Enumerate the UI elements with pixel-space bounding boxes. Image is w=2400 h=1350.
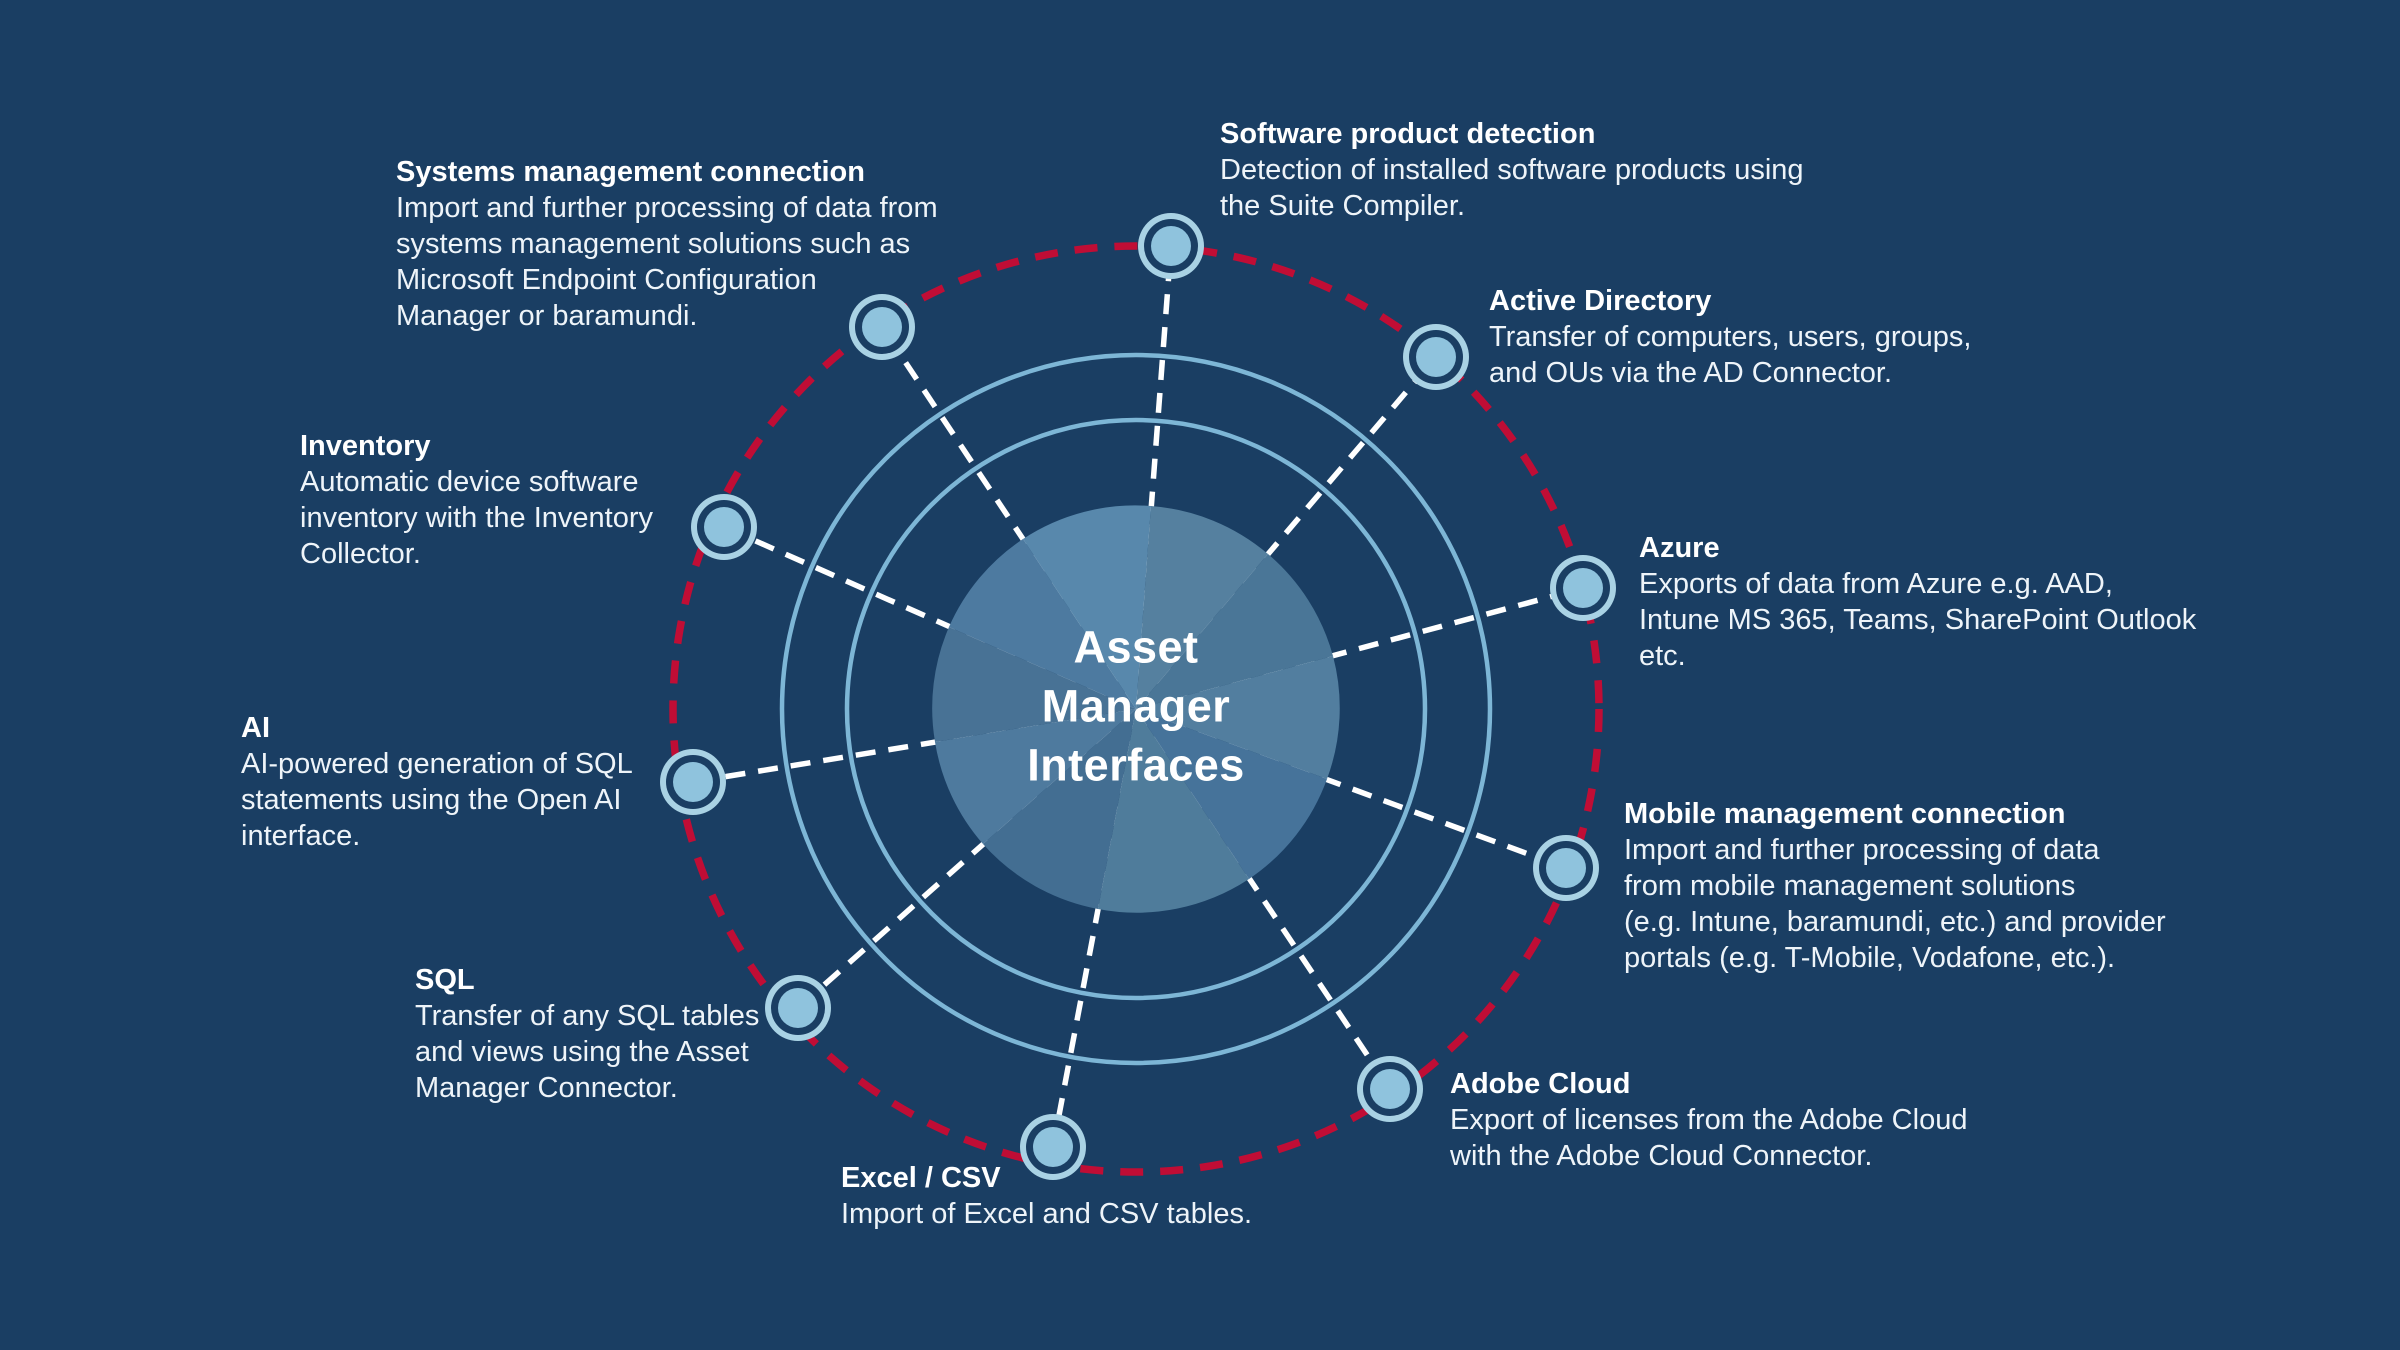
node-core xyxy=(1151,226,1191,266)
label-description: Import of Excel and CSV tables. xyxy=(841,1198,1253,1230)
hub-wedge xyxy=(1136,656,1340,779)
label-description: Automatic device software inventory with… xyxy=(300,466,654,570)
node-core xyxy=(1370,1069,1410,1109)
hub-wedge xyxy=(983,709,1136,909)
orbit-circles xyxy=(779,352,1493,1066)
label-title: Active Directory xyxy=(1489,285,1712,317)
node-core xyxy=(1416,337,1456,377)
label-description: Detection of installed software products… xyxy=(1220,154,1804,222)
label-title: Inventory xyxy=(300,430,431,462)
hub-wedge xyxy=(932,627,1136,742)
label-title: Mobile management connection xyxy=(1624,798,2066,830)
node-core xyxy=(673,762,713,802)
node-markers xyxy=(660,213,1616,1180)
hub-wedge xyxy=(1136,709,1327,879)
label-azure: Azure Exports of data from Azure e.g. AA… xyxy=(1639,530,2239,674)
node-marker-inventory xyxy=(691,494,757,560)
node-marker-active-directory xyxy=(1403,324,1469,390)
node-marker-mobile-management xyxy=(1533,835,1599,901)
label-systems-management-connection: Systems management connection Import and… xyxy=(396,154,1016,334)
node-marker-sql xyxy=(765,975,831,1041)
hub-wedge xyxy=(1136,506,1268,709)
node-marker-azure xyxy=(1550,555,1616,621)
node-marker-adobe-cloud xyxy=(1357,1056,1423,1122)
label-mobile-management-connection: Mobile management connection Import and … xyxy=(1624,796,2224,976)
hub-wedge xyxy=(1023,505,1151,709)
node-core xyxy=(1546,848,1586,888)
label-excel-csv: Excel / CSV Import of Excel and CSV tabl… xyxy=(841,1160,1361,1232)
orbit-circle-inner xyxy=(844,417,1428,1001)
label-description: Export of licenses from the Adobe Cloud … xyxy=(1450,1104,1968,1172)
label-adobe-cloud: Adobe Cloud Export of licenses from the … xyxy=(1450,1066,2030,1174)
label-title: Excel / CSV xyxy=(841,1162,1001,1194)
label-software-product-detection: Software product detection Detection of … xyxy=(1220,116,1860,224)
hub-wedge xyxy=(949,539,1136,709)
label-description: Import and further processing of data fr… xyxy=(396,192,938,332)
label-active-directory: Active Directory Transfer of computers, … xyxy=(1489,283,2049,391)
node-marker-software-product-detection xyxy=(1138,213,1204,279)
label-description: Import and further processing of data fr… xyxy=(1624,834,2166,974)
label-title: Systems management connection xyxy=(396,156,865,188)
label-title: SQL xyxy=(415,964,475,996)
label-ai: AI AI-powered generation of SQL statemen… xyxy=(241,710,691,854)
hub-title: Asset Manager Interfaces xyxy=(1027,621,1245,791)
hub-wedge xyxy=(1136,554,1333,709)
red-dashed-ring xyxy=(669,242,1603,1176)
label-description: AI-powered generation of SQL statements … xyxy=(241,748,633,852)
label-title: Software product detection xyxy=(1220,118,1596,150)
label-title: Azure xyxy=(1639,532,1720,564)
orbit-circle-outer xyxy=(779,352,1493,1066)
label-description: Exports of data from Azure e.g. AAD, Int… xyxy=(1639,568,2197,672)
hub-circle xyxy=(932,505,1340,913)
node-core xyxy=(778,988,818,1028)
node-core xyxy=(704,507,744,547)
hub-wedge xyxy=(935,709,1136,844)
label-inventory: Inventory Automatic device software inve… xyxy=(300,428,720,572)
label-title: AI xyxy=(241,712,270,744)
node-core xyxy=(1033,1127,1073,1167)
node-marker-excel-csv xyxy=(1020,1114,1086,1180)
label-title: Adobe Cloud xyxy=(1450,1068,1631,1100)
label-description: Transfer of any SQL tables and views usi… xyxy=(415,1000,760,1104)
label-description: Transfer of computers, users, groups, an… xyxy=(1489,321,1972,389)
node-marker-systems-management xyxy=(849,294,915,360)
hub-wedge xyxy=(1098,709,1249,913)
node-core xyxy=(1563,568,1603,608)
node-core xyxy=(862,307,902,347)
label-sql: SQL Transfer of any SQL tables and views… xyxy=(415,962,815,1106)
node-marker-ai xyxy=(660,749,726,815)
